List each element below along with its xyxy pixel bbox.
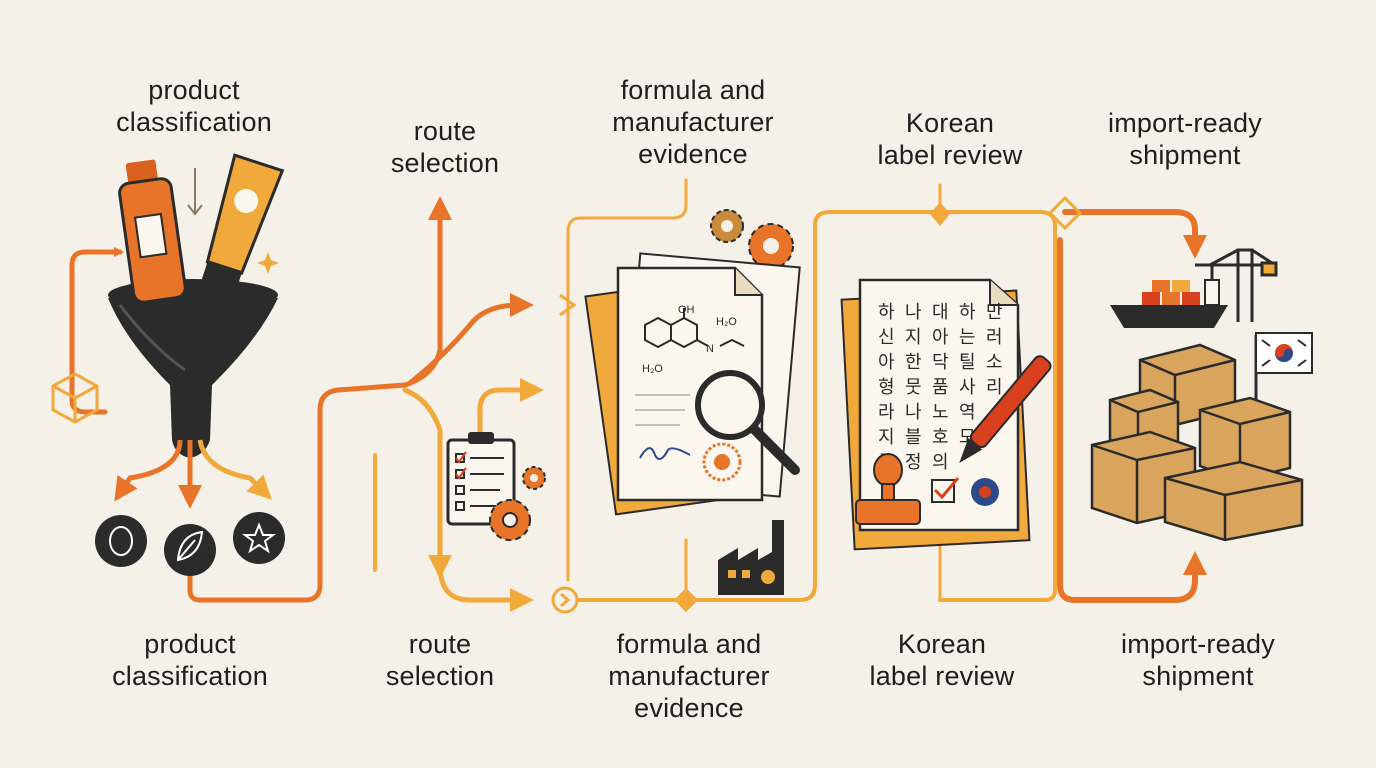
label-product-classification-top: product classification	[116, 75, 272, 137]
korean-char: 품	[932, 377, 949, 398]
gear-icon	[710, 209, 794, 269]
factory-icon	[718, 520, 784, 595]
mugunghwa-icon	[971, 478, 999, 506]
korean-char: 사	[959, 377, 976, 398]
stamp-icon	[855, 453, 921, 525]
boxes-icon	[1090, 343, 1304, 542]
document-icon: OH H₂O H₂O N	[584, 252, 801, 516]
label-product-classification-bottom: product classification	[112, 629, 268, 691]
label-import-shipment-top: import-ready shipment	[1108, 108, 1262, 170]
korean-char: 나	[905, 402, 922, 423]
chem-oh: OH	[678, 304, 695, 316]
korean-char: 역	[959, 402, 976, 423]
chem-n: N	[706, 343, 714, 355]
korea-flag-icon	[1254, 332, 1313, 460]
korean-char: 노	[932, 402, 949, 423]
korean-char: 소	[986, 352, 1003, 373]
pen-icon	[959, 355, 1052, 463]
korean-char: 블	[905, 427, 922, 448]
connector-nodes	[51, 195, 1083, 614]
diamond-icon	[930, 202, 950, 226]
korean-char: 대	[932, 302, 949, 323]
diamond-icon	[674, 588, 698, 612]
korean-char: 닥	[932, 352, 949, 373]
clipboard-icon	[446, 432, 516, 526]
label-formula-evidence-bottom: formula and manufacturer evidence	[608, 629, 770, 723]
funnel-icon	[108, 279, 278, 458]
bottle-icon	[118, 159, 187, 304]
flow-connectors	[69, 178, 1207, 612]
korean-char: 라	[878, 402, 895, 423]
chem-h2o-a: H₂O	[716, 316, 737, 328]
korean-char: 는	[959, 327, 976, 348]
label-import-shipment-bottom: import-ready shipment	[1121, 629, 1275, 691]
korean-char: 하	[878, 302, 895, 323]
diamond-icon	[1047, 195, 1083, 231]
label-formula-evidence-top: formula and manufacturer evidence	[612, 75, 774, 169]
korean-char: 나	[905, 302, 922, 323]
korean-char: 아	[932, 327, 949, 348]
korean-char: 한	[905, 352, 922, 373]
star-icon	[233, 512, 285, 564]
tube-icon	[201, 153, 285, 291]
cube-icon	[51, 372, 99, 424]
korean-char: 러	[986, 327, 1003, 348]
checkbox-icon	[931, 477, 960, 503]
face-icon	[95, 515, 147, 567]
magnifier-icon	[695, 370, 800, 475]
chevron-node-icon	[551, 586, 579, 614]
korean-char: 호	[932, 427, 949, 448]
label-korean-review-bottom: Korean label review	[869, 629, 1015, 691]
korean-char: 하	[959, 302, 976, 323]
label-korean-review-top: Korean label review	[877, 108, 1023, 170]
gear-icon	[489, 466, 546, 541]
ship-icon	[1110, 279, 1228, 328]
korean-char: 지	[905, 327, 922, 348]
leaf-icon	[164, 524, 216, 576]
chem-h2o-b: H₂O	[642, 363, 663, 375]
korean-char: 리	[986, 377, 1003, 398]
korean-char: 정	[905, 452, 922, 473]
korean-char: 아	[878, 352, 895, 373]
label-route-selection-top: route selection	[390, 116, 500, 178]
korean-char: 의	[932, 452, 949, 473]
korean-char: 틸	[959, 352, 976, 373]
korean-char: 신	[878, 327, 895, 348]
korean-char: 만	[986, 302, 1003, 323]
korean-char: 지	[878, 427, 895, 448]
label-route-selection-bottom: route selection	[385, 629, 495, 691]
korean-char: 뭇	[905, 377, 922, 398]
korean-char: 형	[878, 377, 895, 398]
